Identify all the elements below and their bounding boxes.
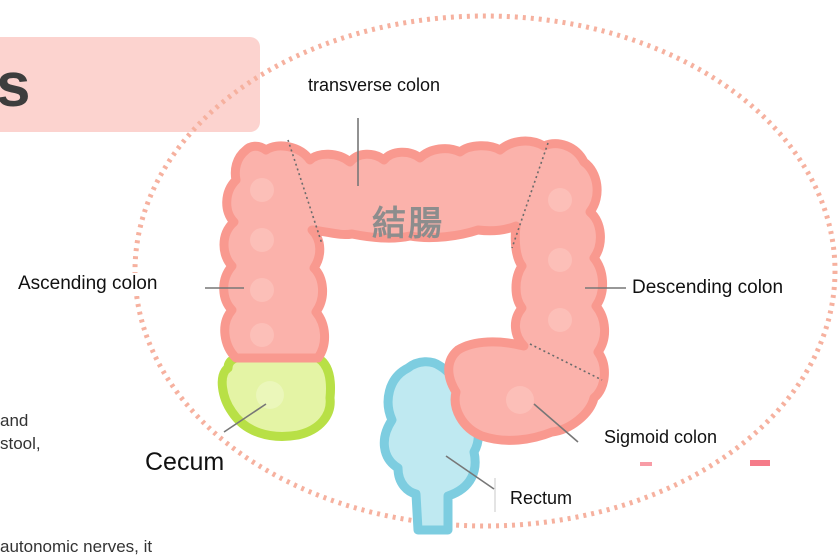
ascending-colon-label: Ascending colon	[18, 273, 157, 296]
colon-kanji-label: 結腸	[372, 196, 444, 245]
rectum-label: Rectum	[510, 488, 572, 510]
cecum-shape	[222, 358, 330, 436]
sigmoid-colon-label: Sigmoid colon	[604, 427, 717, 449]
transverse-colon-label: transverse colon	[308, 75, 440, 97]
descending-colon-label: Descending colon	[632, 277, 783, 300]
cecum-label: Cecum	[145, 447, 224, 477]
